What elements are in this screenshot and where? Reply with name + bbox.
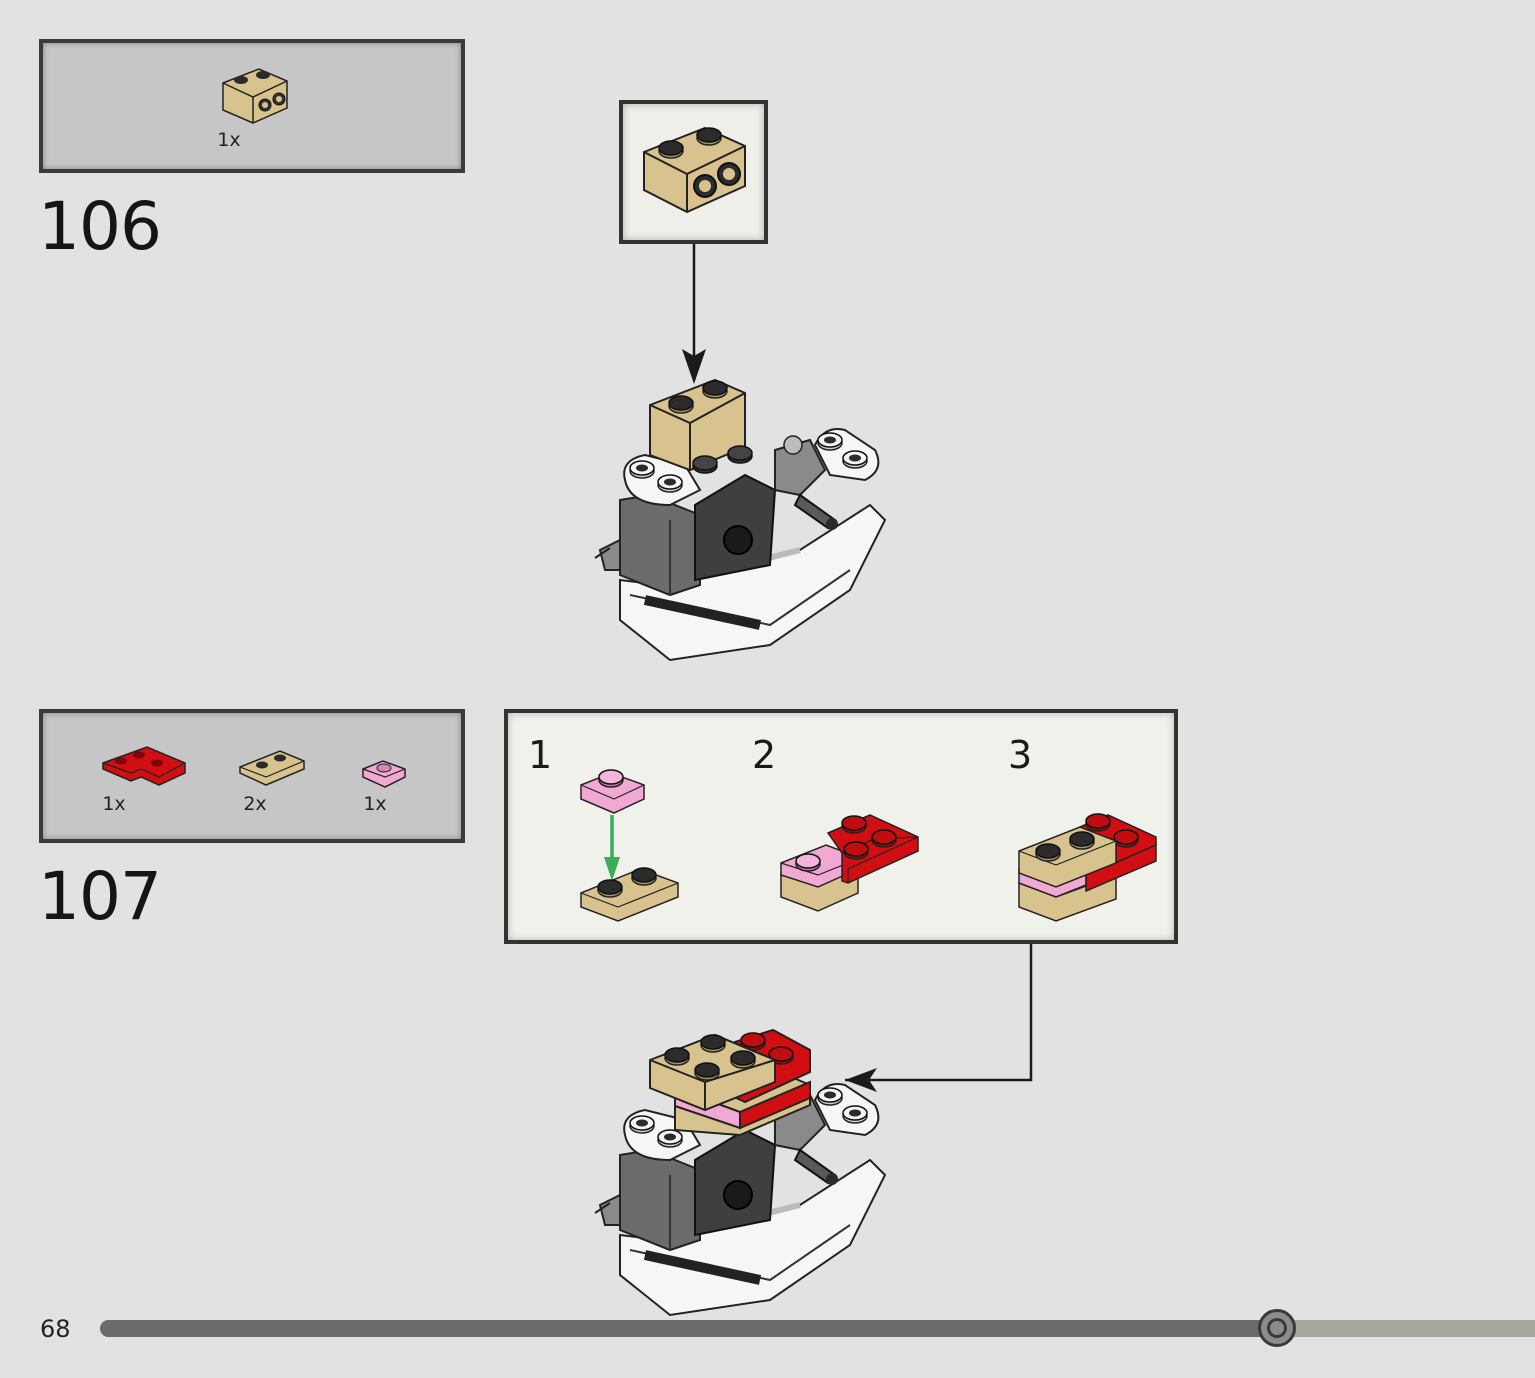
substep-number: 2 <box>752 733 777 777</box>
model-step-106 <box>595 378 895 635</box>
progress-bar-handle[interactable] <box>1257 1309 1296 1347</box>
tan-plate-1x2-icon <box>239 750 305 786</box>
tan-brick-1x2-with-side-studs-icon <box>643 126 746 214</box>
part-qty: 1x <box>102 793 126 815</box>
substep-1-illustration <box>580 769 679 922</box>
progress-bar-fill <box>100 1320 1277 1337</box>
pink-plate-1x1-icon <box>362 760 406 788</box>
substep-number: 1 <box>528 733 553 777</box>
part-qty: 1x <box>217 129 241 151</box>
substep-2-illustration <box>780 814 919 912</box>
sub-assembly-callout: 1 2 3 <box>504 709 1178 944</box>
parts-list-107: 1x 2x 1x <box>39 709 465 843</box>
part-qty: 1x <box>363 793 387 815</box>
page-number: 68 <box>40 1315 71 1343</box>
substep-3-illustration <box>1018 813 1157 922</box>
red-corner-plate-icon <box>102 746 186 786</box>
tan-brick-1x2-with-side-studs-icon <box>222 68 288 124</box>
step-number-106: 106 <box>38 188 162 265</box>
placement-arrow <box>682 244 706 384</box>
model-step-107 <box>595 1028 895 1290</box>
step-number-107: 107 <box>38 858 162 935</box>
parts-list-106: 1x <box>39 39 465 173</box>
substep-number: 3 <box>1008 733 1033 777</box>
part-callout-106 <box>619 100 768 244</box>
sub-assembly-connector-arrow <box>845 944 1033 1092</box>
progress-bar[interactable] <box>100 1320 1535 1337</box>
part-qty: 2x <box>243 793 267 815</box>
